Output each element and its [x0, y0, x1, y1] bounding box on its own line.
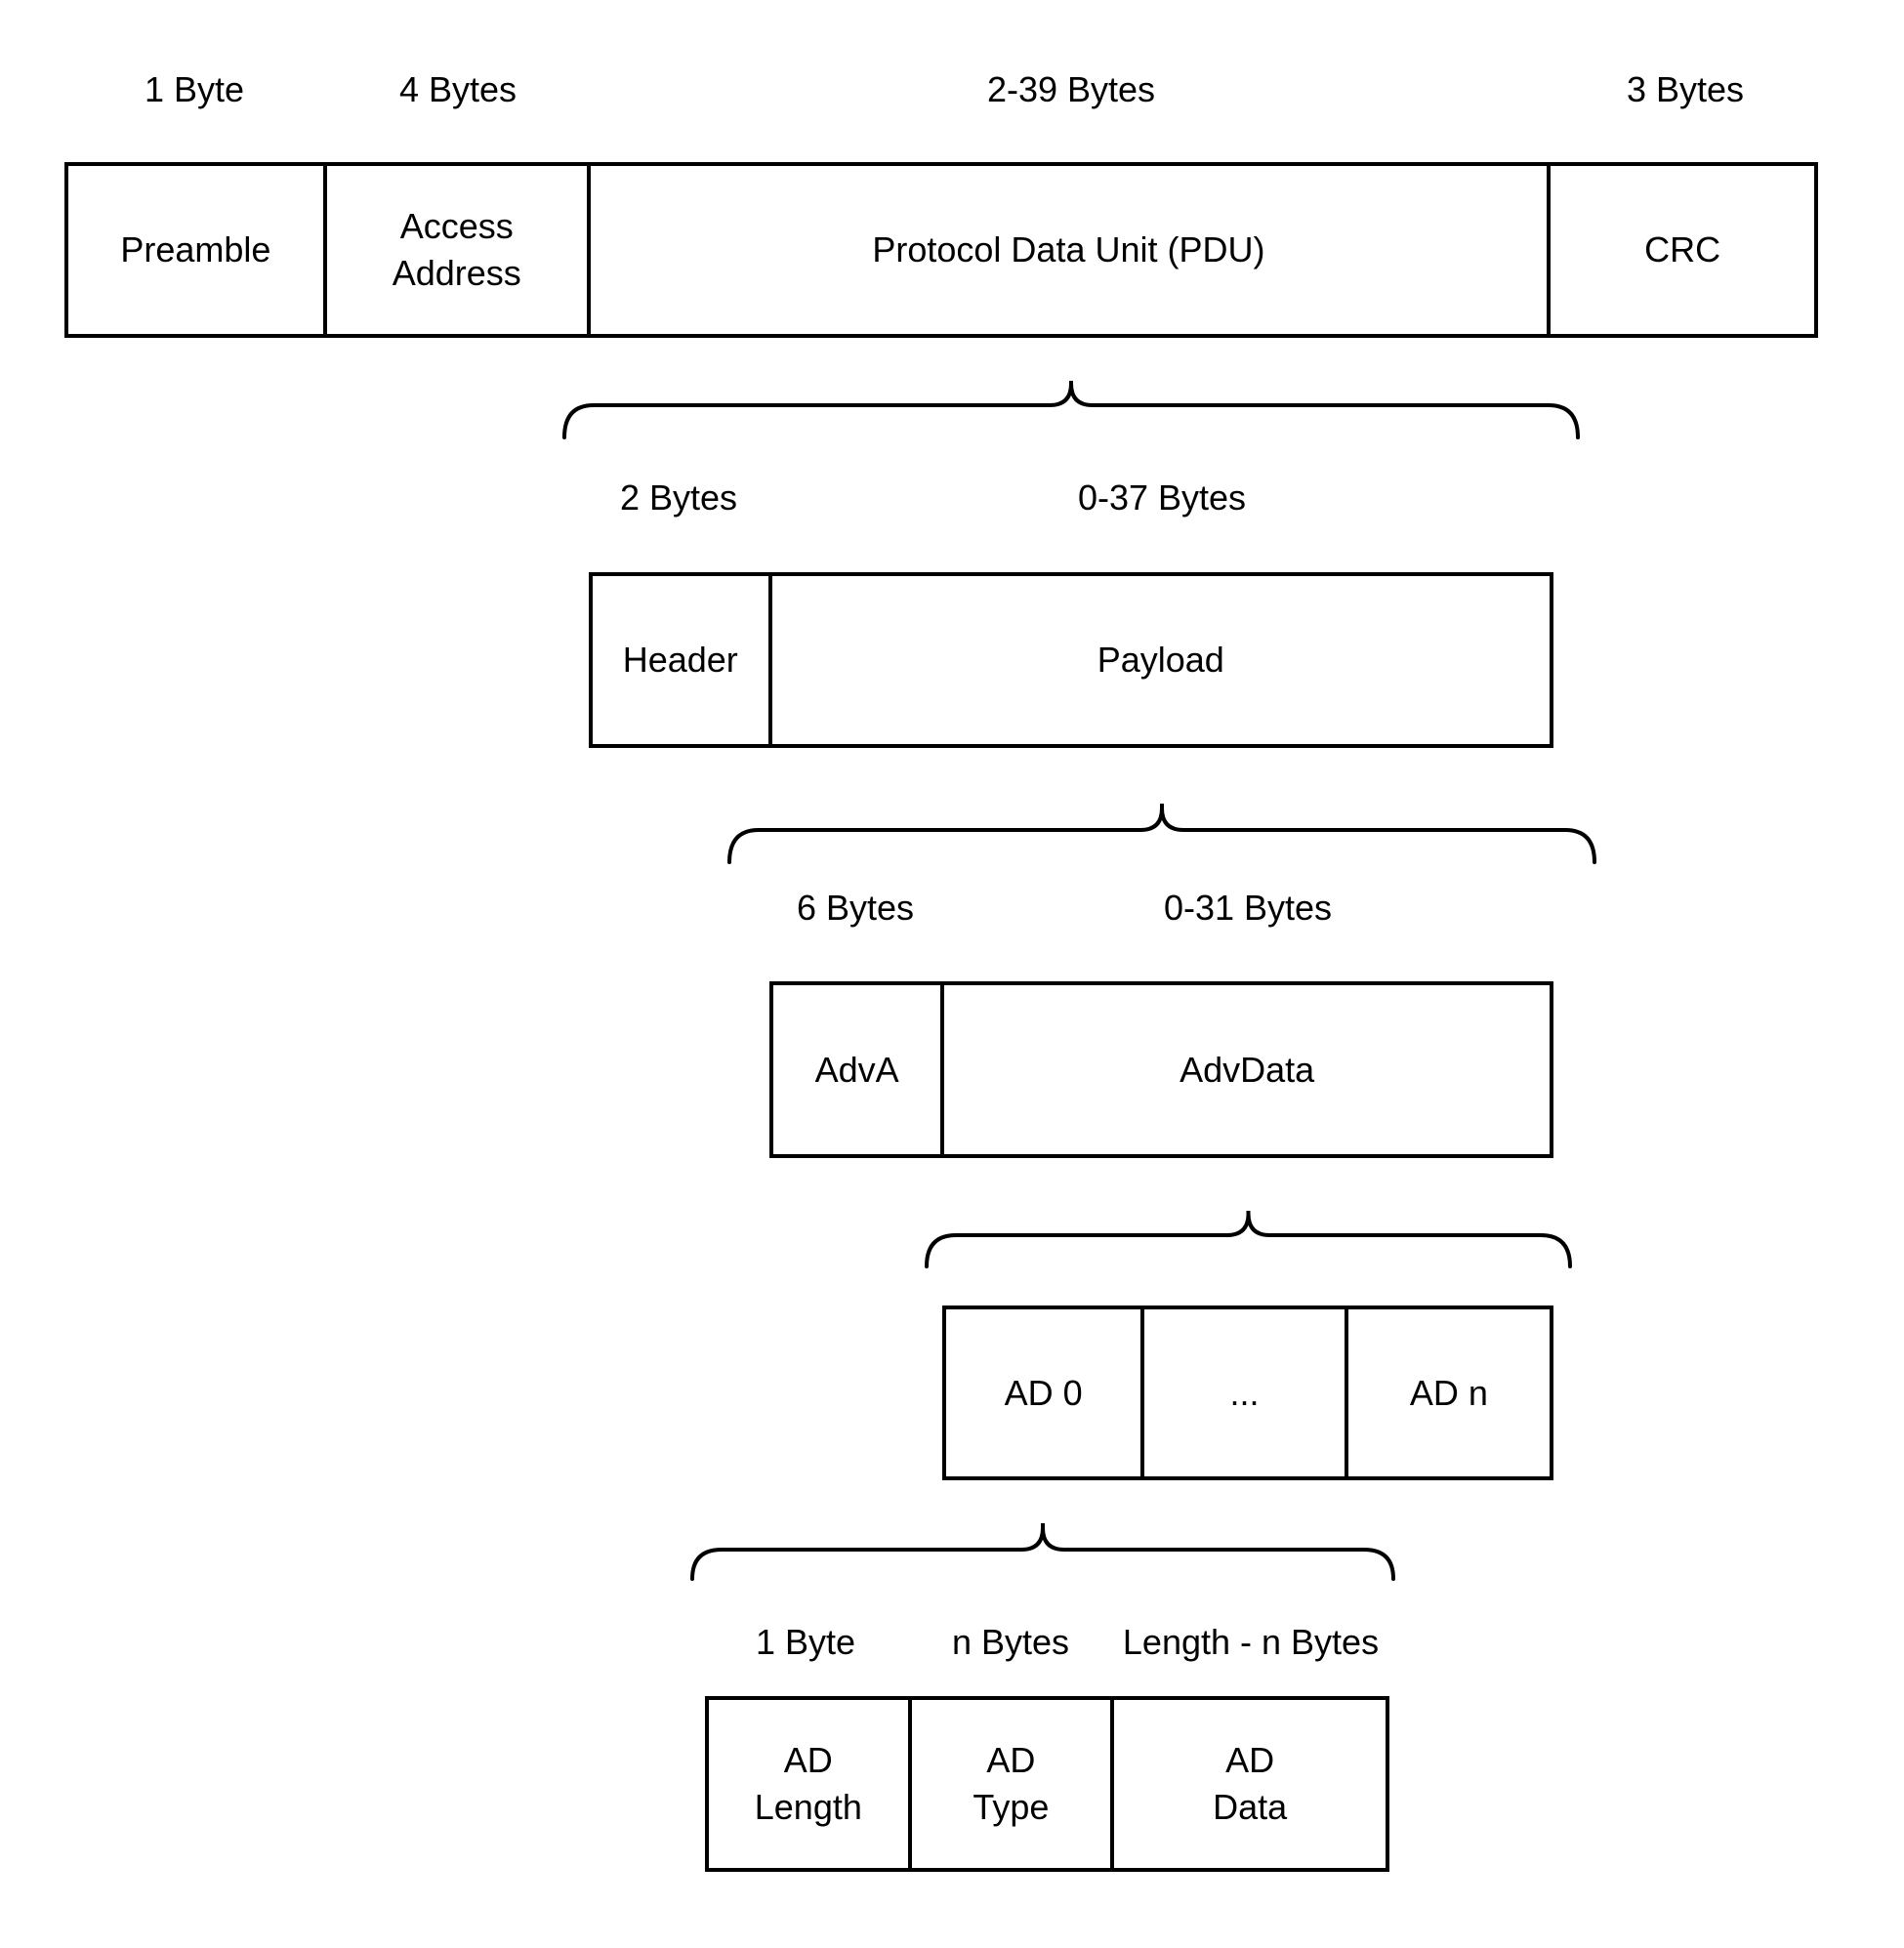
brace-ad0 — [690, 1523, 1395, 1581]
field-access-address: Access Address — [327, 166, 591, 334]
byte-label-ad-type: n Bytes — [951, 1622, 1070, 1662]
packet-row: Preamble Access Address Protocol Data Un… — [64, 162, 1818, 338]
field-advdata: AdvData — [1180, 1049, 1315, 1090]
brace-pdu — [562, 381, 1580, 439]
byte-label-pdu: 2-39 Bytes — [986, 69, 1156, 109]
payload-row: AdvA AdvData — [769, 981, 1553, 1158]
byte-label-payload: 0-37 Bytes — [1077, 477, 1247, 518]
field-ad-type: AD Type — [912, 1700, 1115, 1868]
brace-advdata — [925, 1211, 1572, 1268]
byte-label-crc: 3 Bytes — [1626, 69, 1745, 109]
field-ad-data: AD Data — [1213, 1740, 1288, 1827]
field-ad-length: AD Length — [709, 1700, 912, 1868]
byte-label-adva: 6 Bytes — [796, 888, 915, 928]
byte-label-header: 2 Bytes — [619, 477, 738, 518]
byte-label-advdata: 0-31 Bytes — [1163, 888, 1333, 928]
byte-label-preamble: 1 Byte — [144, 69, 245, 109]
field-preamble: Preamble — [68, 166, 327, 334]
byte-label-ad-length: 1 Byte — [755, 1622, 856, 1662]
field-pdu: Protocol Data Unit (PDU) — [591, 166, 1552, 334]
field-adn: AD n — [1409, 1372, 1488, 1413]
field-header: Header — [593, 576, 772, 744]
advdata-row: AD 0 ... AD n — [942, 1306, 1553, 1480]
field-ad0: AD 0 — [946, 1309, 1145, 1476]
brace-payload — [727, 804, 1596, 864]
field-crc: CRC — [1644, 229, 1721, 269]
ad-structure-row: AD Length AD Type AD Data — [705, 1696, 1389, 1872]
field-payload: Payload — [1097, 640, 1224, 680]
pdu-row: Header Payload — [589, 572, 1553, 748]
field-adva: AdvA — [773, 985, 945, 1154]
byte-label-access-address: 4 Bytes — [398, 69, 517, 109]
byte-label-ad-data: Length - n Bytes — [1122, 1622, 1380, 1662]
field-ad-ellipsis: ... — [1144, 1309, 1348, 1476]
